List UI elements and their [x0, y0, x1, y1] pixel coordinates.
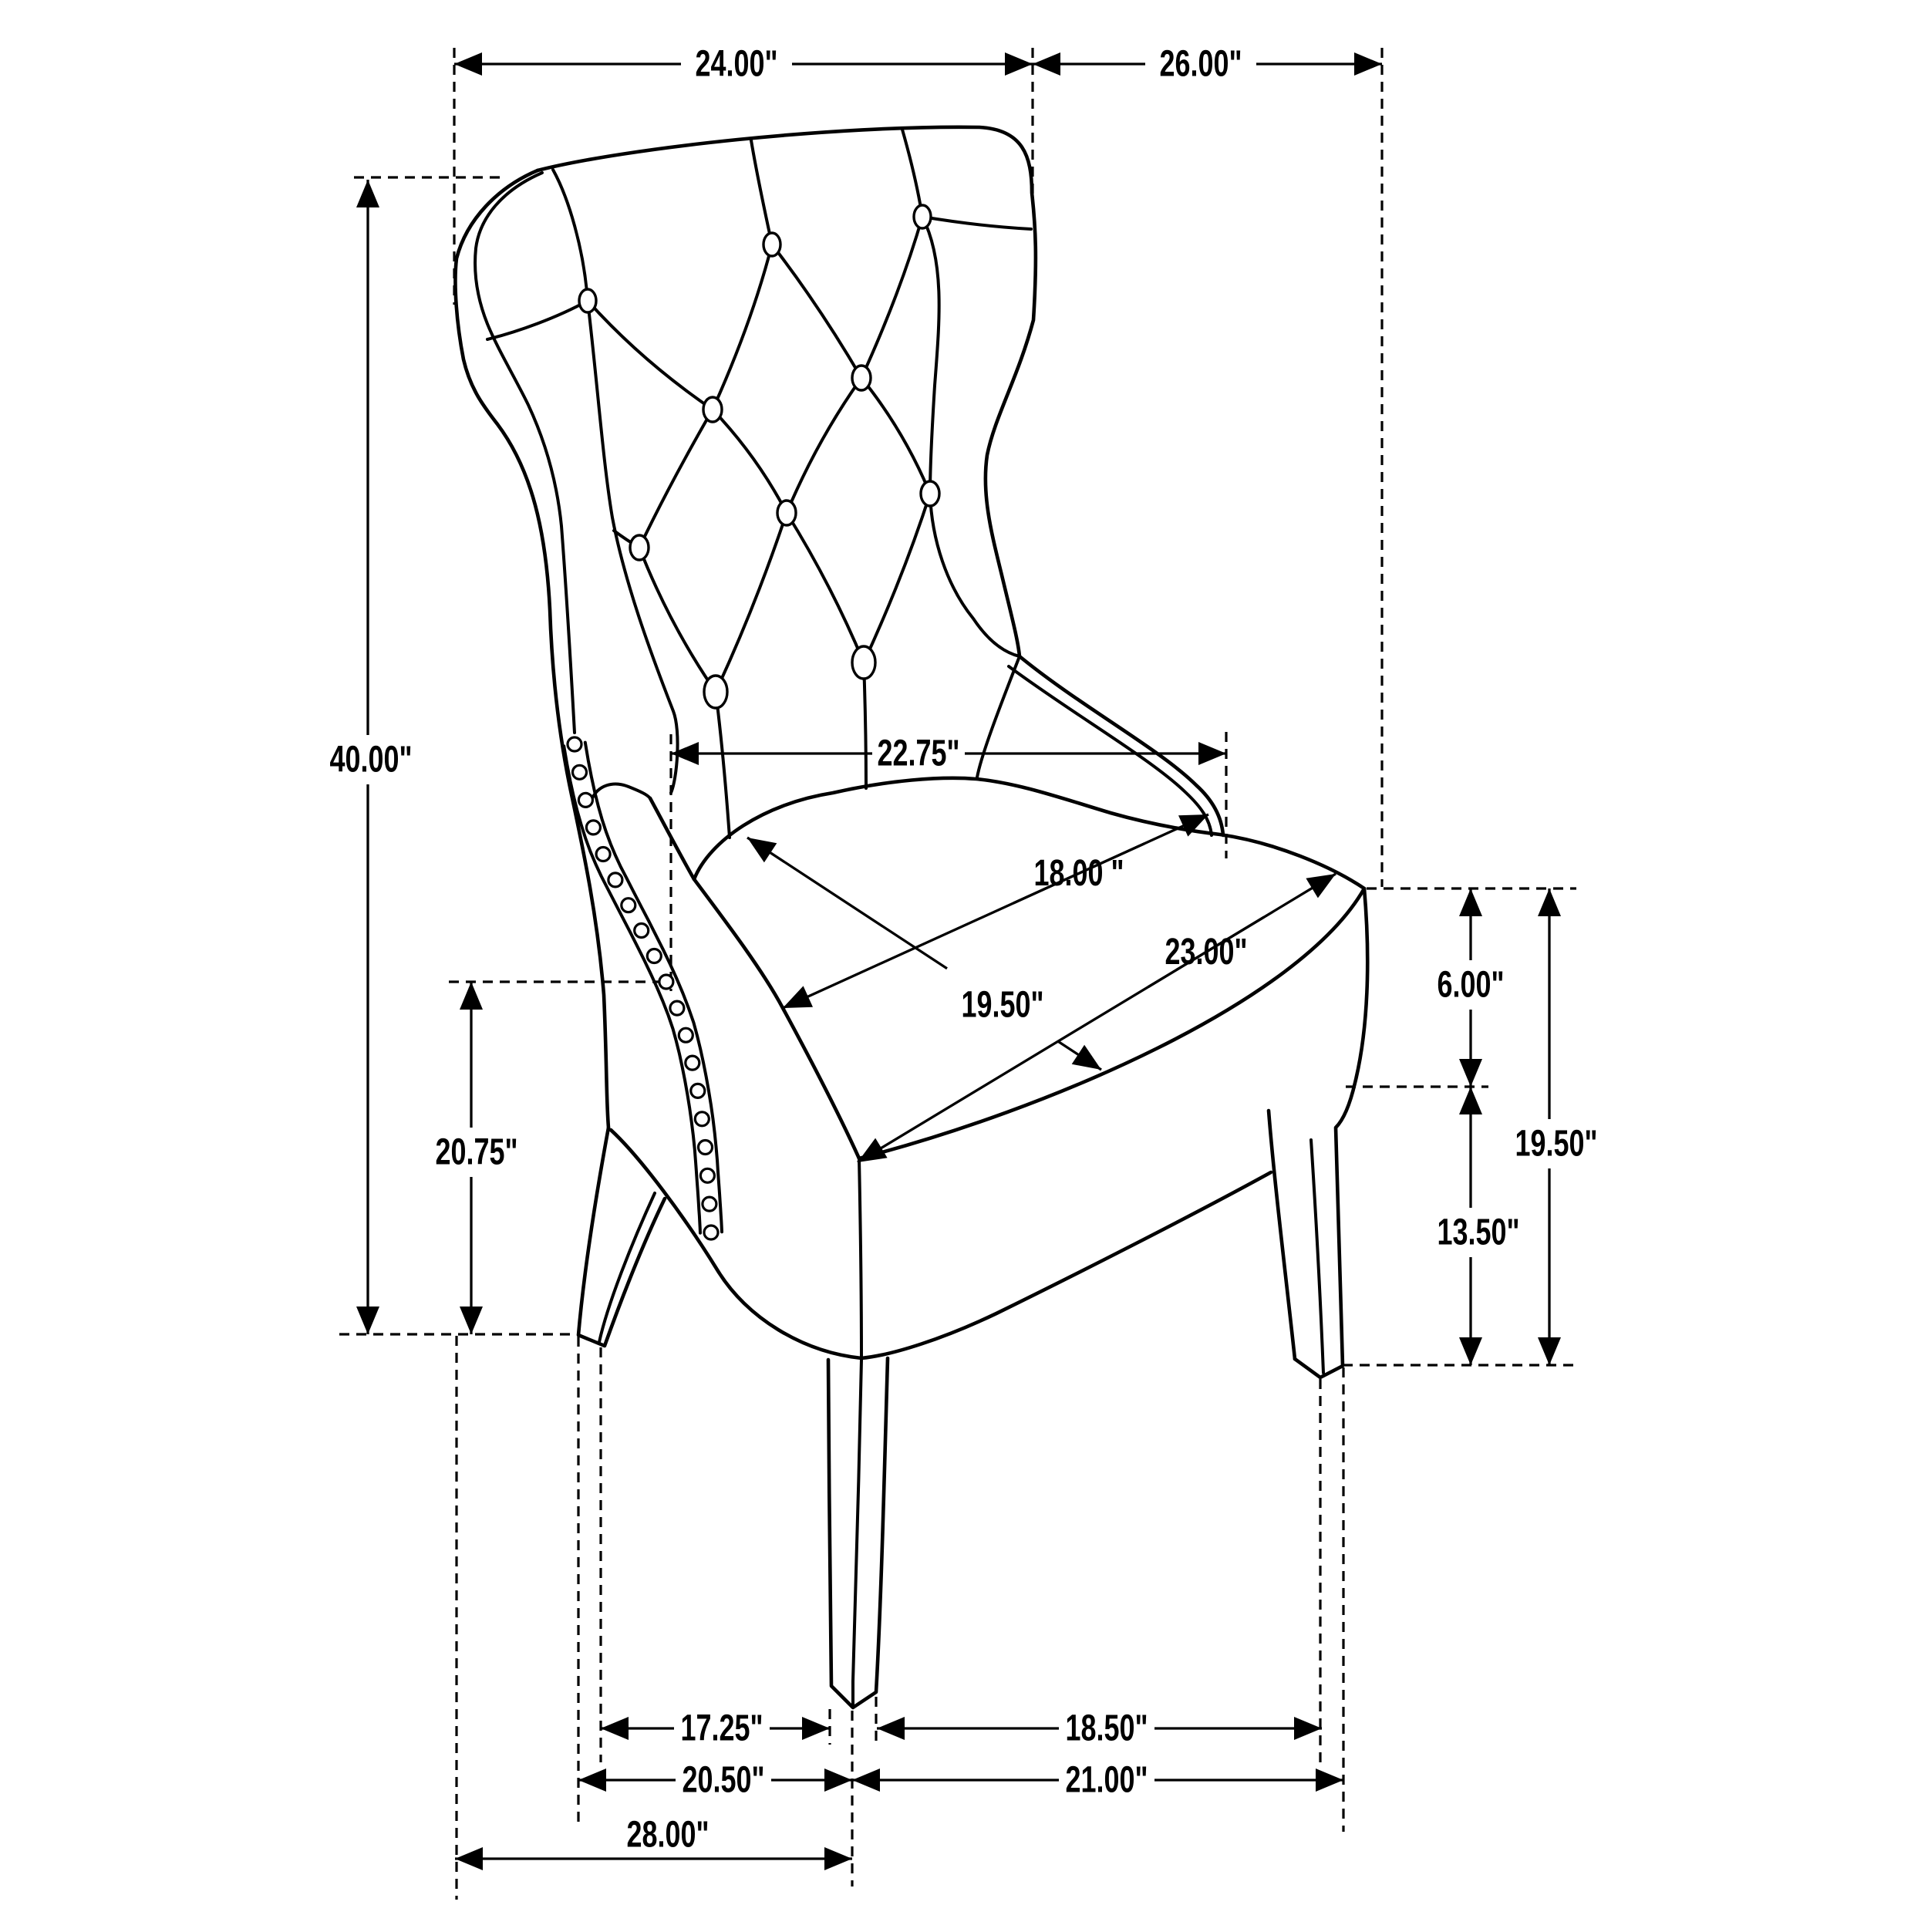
svg-text:40.00": 40.00": [330, 740, 413, 781]
svg-text:20.50": 20.50": [683, 1760, 765, 1801]
svg-text:18.00 ": 18.00 ": [1034, 853, 1124, 894]
svg-text:23.00": 23.00": [1165, 932, 1248, 973]
svg-text:17.25": 17.25": [681, 1708, 763, 1749]
svg-text:19.50": 19.50": [962, 985, 1044, 1026]
svg-text:28.00": 28.00": [627, 1815, 710, 1856]
svg-text:26.00": 26.00": [1160, 44, 1242, 85]
svg-text:19.50": 19.50": [1515, 1124, 1598, 1165]
svg-text:22.75": 22.75": [878, 733, 960, 774]
svg-text:24.00": 24.00": [696, 44, 778, 85]
svg-text:21.00": 21.00": [1066, 1760, 1148, 1801]
svg-text:6.00": 6.00": [1438, 965, 1505, 1006]
svg-text:13.50": 13.50": [1438, 1212, 1520, 1253]
svg-text:18.50": 18.50": [1066, 1708, 1148, 1749]
svg-text:20.75": 20.75": [436, 1132, 518, 1173]
